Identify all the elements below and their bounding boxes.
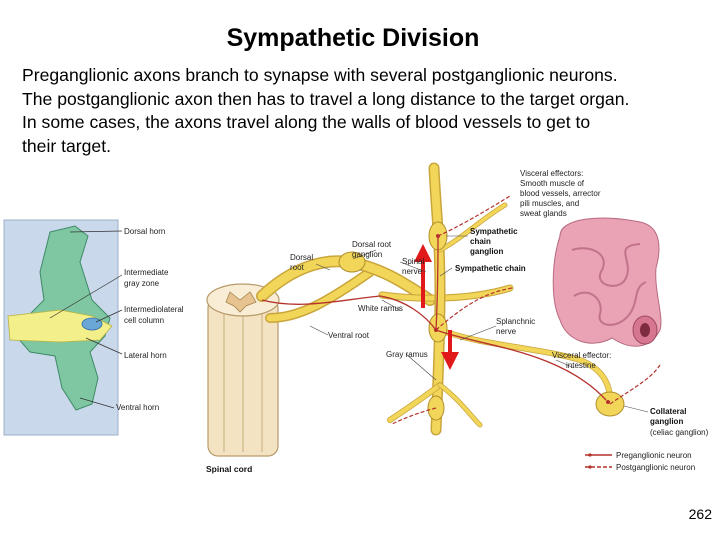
label-sympathetic-chain: Sympathetic chain [455,264,526,273]
page-number: 262 [688,506,712,522]
paragraph-line-3: In some cases, the axons travel along th… [22,112,591,132]
paragraph-line-2: The postganglionic axon then has to trav… [22,88,630,109]
inset-labels: Dorsal horn Intermediate gray zone Inter… [116,227,184,412]
label-dorsal-root-ganglion-1: Dorsal root [352,240,392,249]
label-intermediate-2: gray zone [124,279,160,288]
cross-section-inset [3,219,123,436]
label-visceral-intestine-2: intestine [566,361,596,370]
label-chain-ganglion-1: Sympathetic [470,227,518,236]
label-spinal-nerve-2: nerve [402,267,423,276]
label-gray-ramus: Gray ramus [386,350,428,359]
label-spinal-nerve-1: Spinal [402,257,424,266]
label-celiac: (celiac ganglion) [650,428,709,437]
label-visceral-intestine-1: Visceral effector: [552,351,611,360]
label-visceral-effectors-4: pili muscles, and [520,199,579,208]
paragraph-line-1: Preganglionic axons branch to synapse wi… [22,65,618,85]
label-collateral-1: Collateral [650,407,686,416]
label-intermediolateral-2: cell column [124,316,164,325]
paragraph-line-4: their target. [22,135,111,156]
label-lateral-horn: Lateral horn [124,351,167,360]
label-chain-ganglion-3: ganglion [470,247,503,256]
label-ventral-root: Ventral root [328,331,370,340]
red-arrows [414,244,459,370]
label-splanchnic-1: Splanchnic [496,317,535,326]
label-ventral-horn: Ventral horn [116,403,159,412]
label-dorsal-root-1: Dorsal [290,253,313,262]
label-visceral-effectors-2: Smooth muscle of [520,179,585,188]
label-white-ramus: White ramus [358,304,403,313]
label-dorsal-root-ganglion-2: ganglion [352,250,382,259]
spinal-cord-column [206,283,280,457]
label-intermediolateral-1: Intermediolateral [124,305,184,314]
intermediate-zone-yellow [7,309,113,343]
label-chain-ganglion-2: chain [470,237,491,246]
description-paragraph: Preganglionic axons branch to synapse wi… [22,64,718,158]
intestine-illustration [552,217,662,347]
legend-pre-label: Preganglionic neuron [616,451,692,460]
label-dorsal-horn: Dorsal horn [124,227,165,236]
neuron-pathways [261,195,661,425]
label-collateral-2: ganglion [650,417,683,426]
legend [585,453,612,469]
label-dorsal-root-2: root [290,263,305,272]
label-splanchnic-2: nerve [496,327,517,336]
leader-lines [309,235,649,413]
diagram-labels: Visceral effectors: Smooth muscle of blo… [206,169,709,474]
label-visceral-effectors-3: blood vessels, arrector [520,189,601,198]
intermediolateral-column [81,317,103,331]
legend-post-label: Postganglionic neuron [616,463,695,472]
label-intermediate-1: Intermediate [124,268,169,277]
label-visceral-effectors-1: Visceral effectors: [520,169,583,178]
page-title: Sympathetic Division [226,24,480,52]
label-visceral-effectors-5: sweat glands [520,209,567,218]
label-spinal-cord: Spinal cord [206,464,252,474]
